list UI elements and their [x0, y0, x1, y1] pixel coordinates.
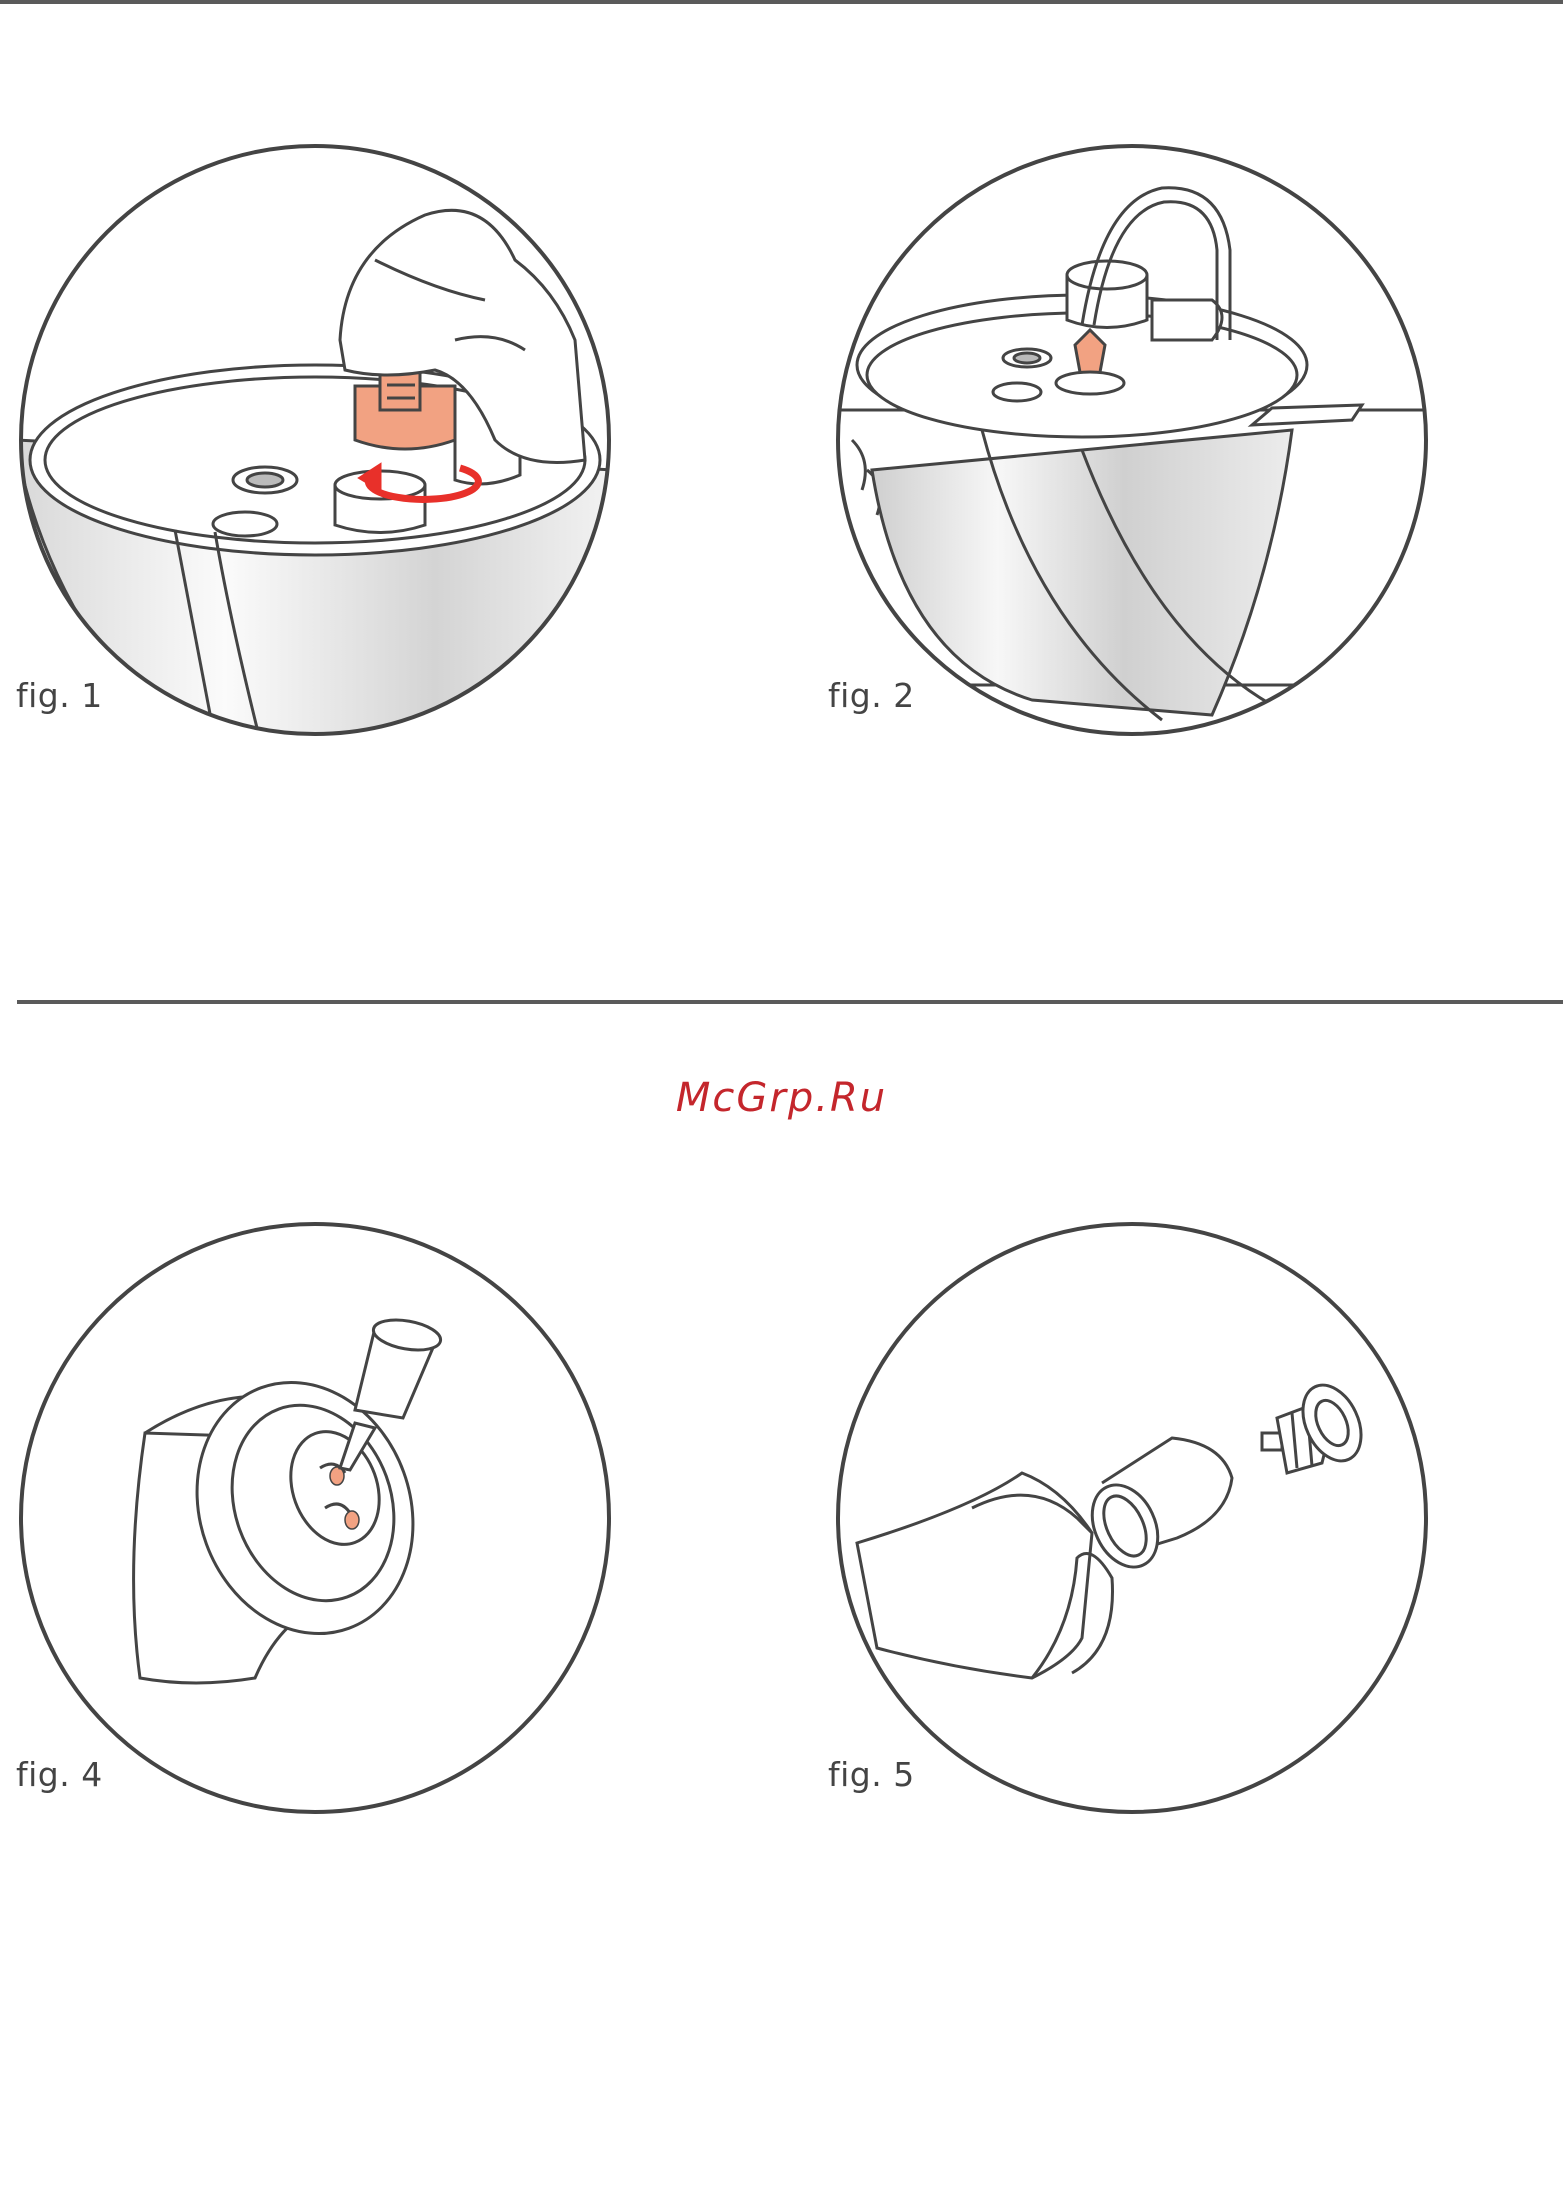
top-divider — [0, 0, 1563, 4]
figure-5-label: fig. 5 — [828, 1755, 915, 1794]
watermark-text: McGrp.Ru — [0, 1075, 1563, 1121]
middle-divider — [17, 1000, 1563, 1004]
figure-2-illustration — [832, 140, 1432, 740]
figure-4-label: fig. 4 — [16, 1755, 103, 1794]
figure-1-illustration — [15, 140, 615, 740]
figure-2-label: fig. 2 — [828, 676, 915, 715]
figure-4-illustration — [15, 1218, 615, 1818]
figure-5-illustration — [832, 1218, 1432, 1818]
figure-1-label: fig. 1 — [16, 676, 103, 715]
